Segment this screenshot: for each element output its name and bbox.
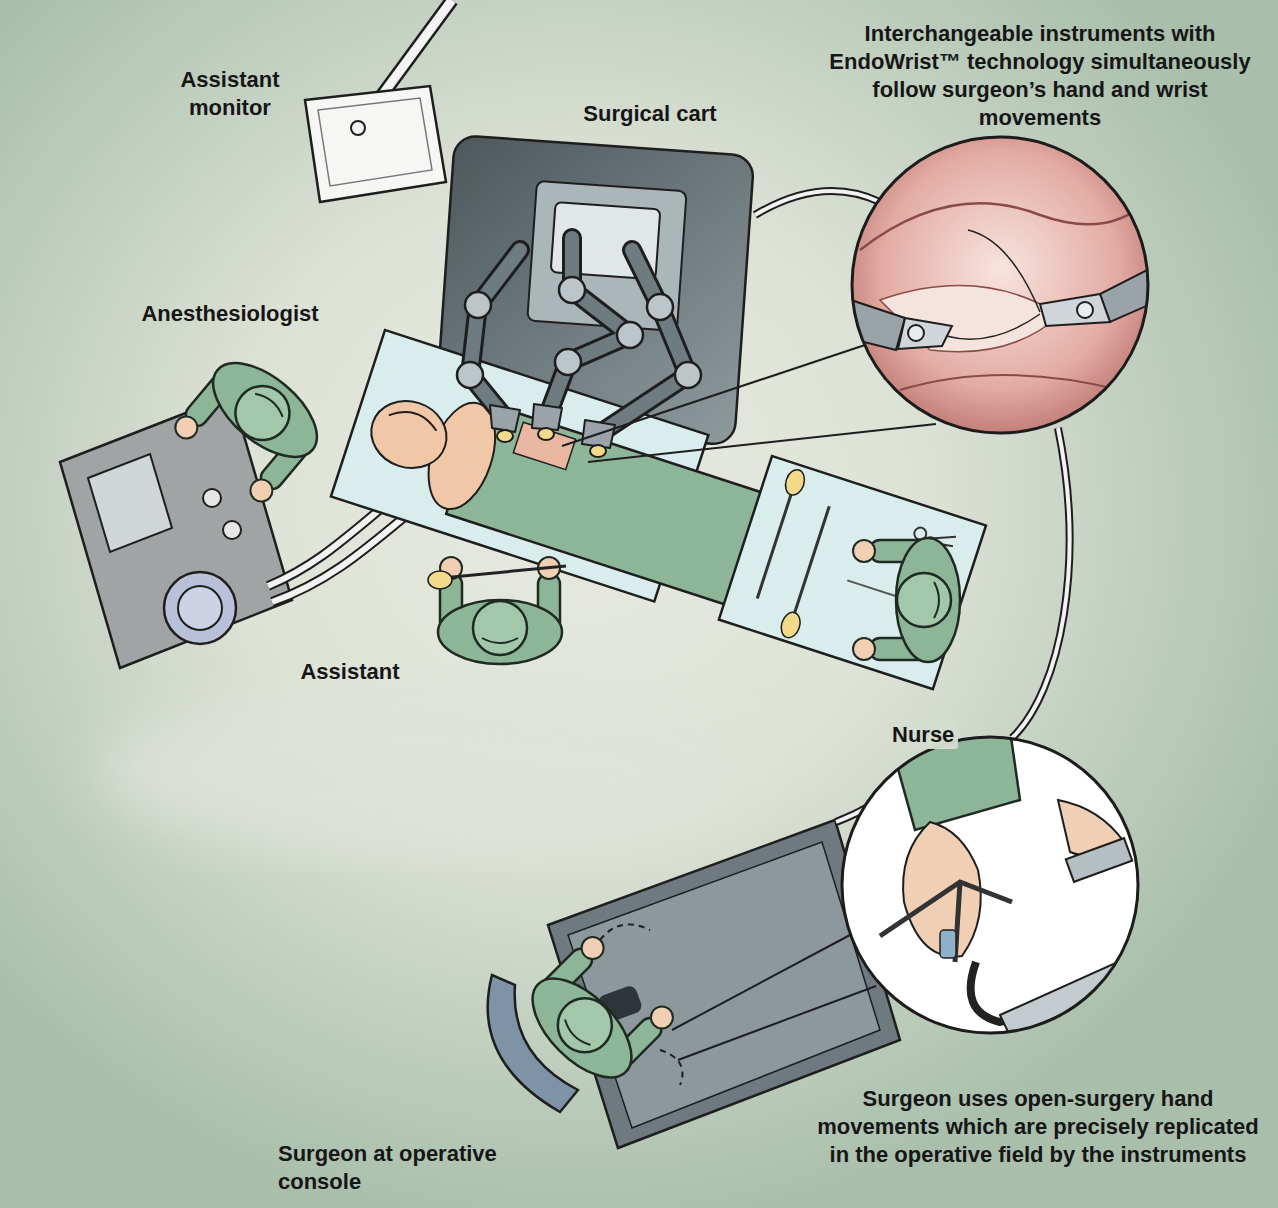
system-cables [755,191,880,215]
instrument-tray [719,456,986,689]
instrument-tray [719,456,986,689]
surgeon-console [488,820,900,1148]
instrument-closeup [840,298,905,350]
robotic-arms [470,250,520,418]
nurse-figure [853,538,960,662]
operating-table [513,422,575,469]
anesthesiologist-figure [169,346,333,508]
staff-label: Anesthesiologist [110,300,350,328]
assistant-monitor [305,0,452,202]
robotic-arms [617,322,643,348]
surgeon-console [568,842,880,1128]
surgeon-figure [516,931,679,1094]
instrument-tray [778,610,803,640]
instrument-closeup [840,135,1160,435]
hand-controls-closeup [880,882,1012,962]
hand-controls-closeup [840,730,1140,1036]
callout-note: Surgeon uses open-surgery hand movements… [808,1085,1268,1169]
instrument-closeup [852,137,1148,433]
instrument-closeup [850,135,1150,435]
hand-controls-closeup [842,737,1138,1033]
anesthesia-machine [223,521,241,539]
assistant-monitor [305,86,446,202]
robotic-arms [457,362,483,388]
system-cables [755,191,880,215]
robotic-arms [559,277,585,303]
robotic-arms [532,404,562,430]
instrument-closeup [898,318,952,349]
robotic-arms [675,362,701,388]
robotic-arms [548,238,630,415]
equipment-label: Surgical cart [555,100,745,128]
equipment-label: Assistant monitor [160,66,300,122]
instrument-closeup [900,375,1120,390]
robotic-arms [470,250,520,418]
robotic-arms [490,405,520,432]
callout-note: Interchangeable instruments with EndoWri… [815,20,1265,133]
staff-label: Surgeon at operative console [278,1140,528,1196]
robotic-arms [538,428,554,440]
robotic-arms [457,277,701,388]
surgeon-console [600,924,650,940]
robotic-arms [555,349,581,375]
anesthesia-machine [88,454,172,552]
assistant-monitor [318,98,432,186]
robotic-arms [548,238,630,415]
instrument-closeup [860,198,1150,250]
hand-controls-closeup [940,930,956,958]
staff-label: Nurse [888,721,958,749]
operating-table [363,391,456,477]
surgeon-console [660,1050,683,1085]
hand-controls-closeup [840,730,1140,1036]
instrument-tray [782,467,807,497]
robotic-arms [465,292,491,318]
robotic-arms [497,430,513,442]
system-cables [1012,428,1069,738]
callout-leader-lines [562,345,865,446]
anesthesia-machine [203,489,221,507]
callout-leader-lines [672,935,850,1030]
assistant-figure [428,571,452,589]
instrument-tray [757,484,794,598]
anesthesia-machine [164,572,236,644]
robotic-arms [602,250,688,432]
hand-controls-closeup [1066,838,1132,882]
nurse-figure [853,538,960,662]
robotic-arms [590,445,606,457]
callout-leader-lines [678,986,876,1060]
instrument-closeup [908,325,924,341]
instrument-closeup [1040,294,1110,326]
assistant-figure [428,557,566,664]
instrument-closeup [946,230,1040,339]
robotic-arms [490,404,615,457]
operating-table [389,406,440,431]
hand-controls-closeup [1000,960,1132,1036]
surgeon-figure [516,931,679,1094]
anesthesiologist-figure [169,346,333,508]
instrument-tray [792,506,829,620]
instrument-closeup [1100,266,1160,322]
robotic-arms [457,238,701,457]
system-cables [1012,428,1069,738]
robotic-arms [602,250,688,432]
instrument-closeup [840,135,1160,435]
assistant-figure [442,566,566,578]
callout-leader-lines [588,424,936,462]
instrument-closeup [1077,302,1093,318]
assistant-monitor [351,121,365,135]
floor [100,685,740,855]
anesthesia-machine [178,586,222,630]
robotic-arms [647,294,673,320]
staff-label: Assistant [280,658,420,686]
